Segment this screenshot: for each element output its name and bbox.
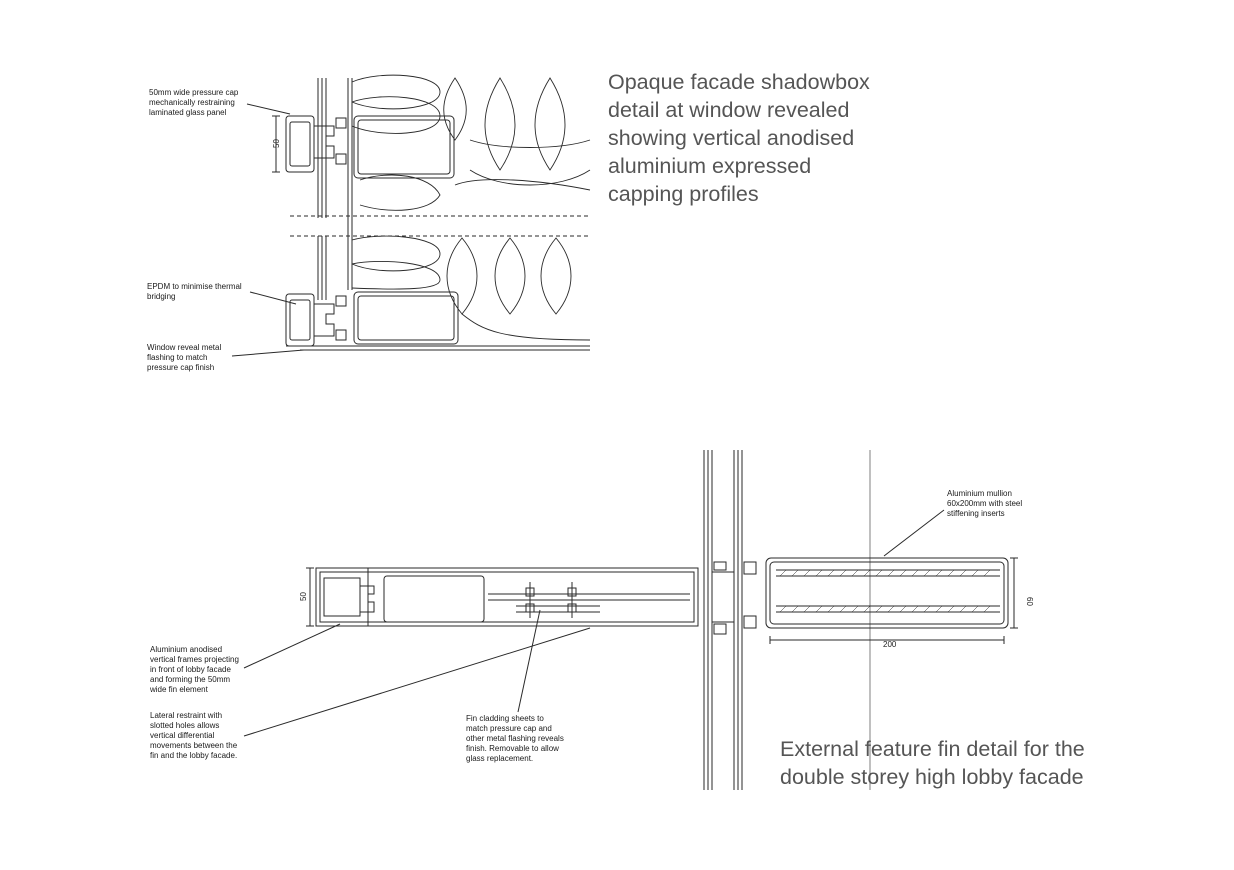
caption-shadowbox: Opaque facade shadowbox detail at window… xyxy=(608,70,870,206)
note-epdm: EPDM to minimise thermal bridging xyxy=(147,282,242,301)
fin-width-dimension: 50 xyxy=(299,592,308,601)
mullion-length-dimension: 200 xyxy=(883,640,897,649)
shadowbox-cap-dimension: 50 xyxy=(272,139,281,148)
note-fin-cladding: Fin cladding sheets to match pressure ca… xyxy=(466,714,564,763)
note-pressure-cap: 50mm wide pressure cap mechanically rest… xyxy=(149,88,239,117)
note-aluminium-mullion: Aluminium mullion 60x200mm with steel st… xyxy=(947,489,1023,518)
fin-detail xyxy=(243,450,1018,790)
shadowbox-detail xyxy=(231,74,591,357)
note-lateral-restraint: Lateral restraint with slotted holes all… xyxy=(150,711,238,760)
mullion-depth-dimension: 60 xyxy=(1025,597,1034,606)
caption-fin: External feature fin detail for the doub… xyxy=(780,737,1085,789)
note-vertical-frames: Aluminium anodised vertical frames proje… xyxy=(150,645,239,694)
note-reveal-flashing: Window reveal metal flashing to match pr… xyxy=(147,343,222,372)
